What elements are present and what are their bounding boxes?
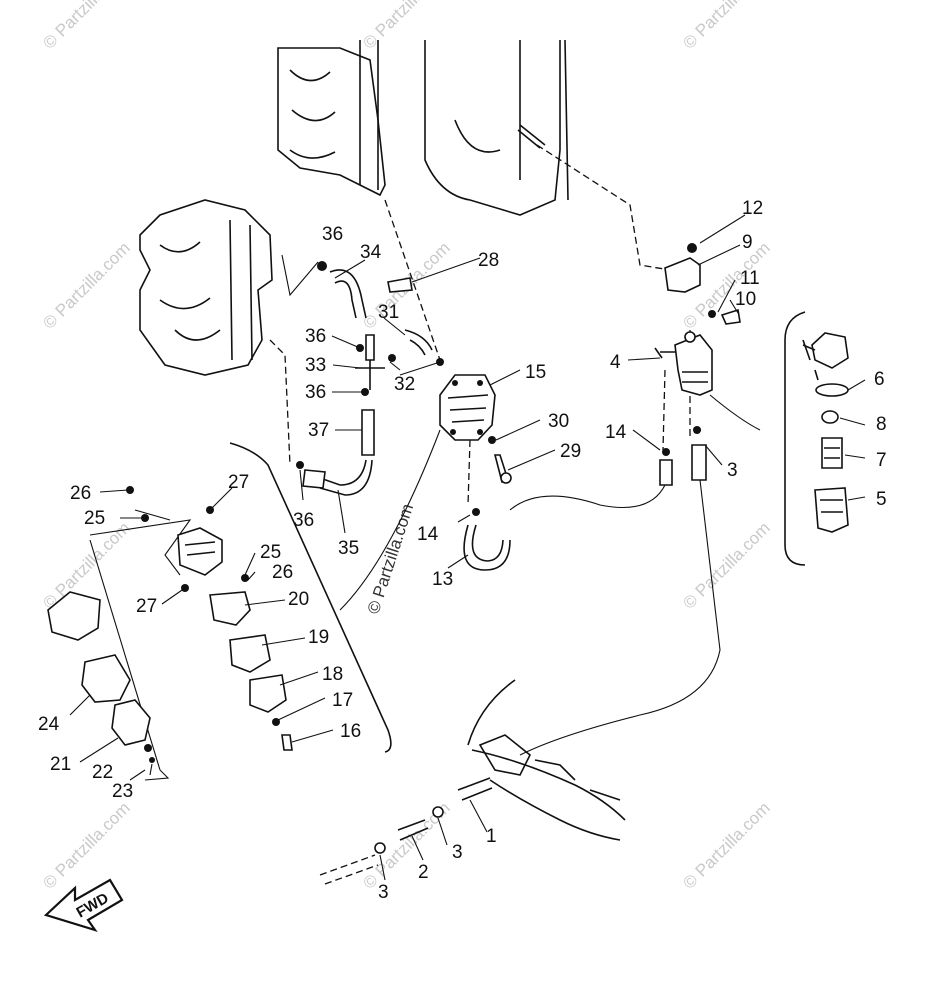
callout-labels: 1 2 3 3 3 4 5 6 7 8 9 10 11 12 13 14 14 … xyxy=(38,198,887,903)
callout-36: 36 xyxy=(293,510,314,531)
callout-4: 4 xyxy=(610,352,621,373)
engine-block-upper xyxy=(277,39,569,216)
callout-27: 27 xyxy=(136,596,157,617)
callout-6: 6 xyxy=(874,369,885,390)
callout-11: 11 xyxy=(740,268,760,289)
callout-23: 23 xyxy=(112,781,133,802)
callout-2: 2 xyxy=(418,862,429,883)
watermark: © Partzilla.com xyxy=(39,0,133,53)
watermark: © Partzilla.com xyxy=(359,0,453,53)
callout-24: 24 xyxy=(38,714,60,735)
callout-36: 36 xyxy=(305,382,326,403)
watermark: © Partzilla.com xyxy=(679,518,773,612)
callout-37: 37 xyxy=(308,420,329,441)
watermark: © Partzilla.com xyxy=(679,798,773,892)
callout-21: 21 xyxy=(50,754,71,775)
watermark: © Partzilla.com xyxy=(679,0,773,53)
callout-7: 7 xyxy=(876,450,887,471)
callout-30: 30 xyxy=(548,411,569,432)
callout-5: 5 xyxy=(876,489,887,510)
engine-block-lower xyxy=(139,199,273,376)
watermark: © Partzilla.com xyxy=(39,798,133,892)
callout-16: 16 xyxy=(340,721,361,742)
callout-28: 28 xyxy=(478,250,499,271)
leader-lines xyxy=(69,214,866,881)
callout-33: 33 xyxy=(305,355,326,376)
watermark: © Partzilla.com xyxy=(39,238,133,332)
callout-19: 19 xyxy=(308,627,329,648)
fuel-pump xyxy=(439,374,496,441)
callout-31: 31 xyxy=(378,302,399,323)
callout-1: 1 xyxy=(486,826,497,847)
callout-20: 20 xyxy=(288,589,309,610)
callout-29: 29 xyxy=(560,441,581,462)
callout-36: 36 xyxy=(322,224,343,245)
callout-25: 25 xyxy=(260,542,281,563)
connection-lines xyxy=(89,144,761,771)
group-brackets xyxy=(144,311,806,781)
pump-exploded-lower xyxy=(47,486,293,763)
callout-3: 3 xyxy=(452,842,463,863)
callout-17: 17 xyxy=(332,690,353,711)
filter-bracket xyxy=(664,243,741,325)
watermark: © Partzilla.com xyxy=(364,501,417,616)
lower-cowling xyxy=(467,679,626,841)
callout-8: 8 xyxy=(876,414,887,435)
callout-13: 13 xyxy=(432,569,453,590)
callout-26: 26 xyxy=(70,483,91,504)
callout-18: 18 xyxy=(322,664,343,685)
fuel-filter-housing xyxy=(654,331,713,396)
callout-32: 32 xyxy=(394,374,415,395)
callout-22: 22 xyxy=(92,762,113,783)
filter-exploded xyxy=(802,332,849,533)
callout-36: 36 xyxy=(305,326,326,347)
callout-15: 15 xyxy=(525,362,546,383)
callout-3: 3 xyxy=(727,460,738,481)
callout-14: 14 xyxy=(605,422,627,443)
callout-35: 35 xyxy=(338,538,359,559)
callout-3: 3 xyxy=(378,882,389,903)
callout-9: 9 xyxy=(742,232,753,253)
callout-10: 10 xyxy=(735,289,756,310)
callout-26: 26 xyxy=(272,562,293,583)
callout-25: 25 xyxy=(84,508,105,529)
callout-14: 14 xyxy=(417,524,439,545)
callout-27: 27 xyxy=(228,472,249,493)
callout-34: 34 xyxy=(360,242,382,263)
callout-12: 12 xyxy=(742,198,763,219)
hoses-fittings xyxy=(296,261,707,885)
